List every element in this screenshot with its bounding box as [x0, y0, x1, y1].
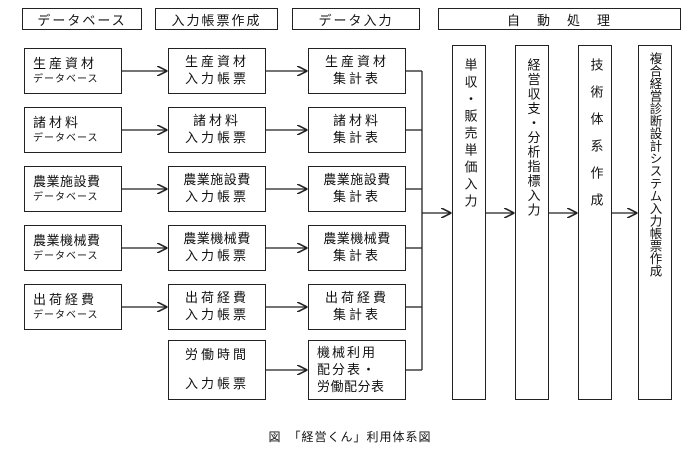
form-subtitle: 入力帳票	[184, 190, 249, 205]
figure-caption: 図 「経営くん」利用体系図	[268, 430, 432, 444]
tally-title: 農業機械費	[323, 232, 391, 247]
form-subtitle: 入力帳票	[184, 72, 249, 87]
form-subtitle: 入力帳票	[184, 131, 249, 146]
tally-box-machine-labor-allocation: 機械利用 配分表・ 労働配分表	[308, 340, 406, 400]
form-subtitle: 入力帳票	[184, 377, 249, 392]
form-box-machinery-cost: 農業機械費 入力帳票	[168, 225, 266, 271]
form-title: 出荷経費	[184, 291, 249, 306]
tally-line2: 配分表・	[317, 362, 378, 378]
db-subtitle: データベース	[33, 191, 99, 203]
form-subtitle: 入力帳票	[184, 249, 249, 264]
db-box-shipping-cost: 出荷経費 データベース	[24, 284, 122, 330]
tally-title: 機械利用	[317, 345, 378, 361]
tally-box-machinery-cost: 農業機械費 集計表	[308, 225, 406, 271]
tally-title: 出荷経費	[324, 291, 389, 306]
db-title: 生産資材	[33, 56, 98, 72]
header-database: データベース	[22, 8, 142, 30]
tally-title: 農業施設費	[323, 173, 391, 188]
form-title: 労働時間	[184, 348, 249, 363]
db-title: 諸材料	[33, 115, 82, 131]
form-title: 農業施設費	[183, 173, 251, 188]
tally-subtitle: 集計表	[332, 308, 381, 323]
header-data-entry: データ入力	[292, 8, 420, 30]
form-box-misc-materials: 諸材料 入力帳票	[168, 107, 266, 153]
db-title: 農業機械費	[33, 233, 101, 249]
db-title: 農業施設費	[33, 174, 101, 190]
tally-box-facility-cost: 農業施設費 集計表	[308, 166, 406, 212]
form-title: 生産資材	[184, 55, 249, 70]
tally-subtitle: 集計表	[332, 72, 381, 87]
auto-label: 経営収支・分析指標入力	[524, 58, 540, 218]
db-subtitle: データベース	[33, 250, 99, 262]
db-box-facility-cost: 農業施設費 データベース	[24, 166, 122, 212]
form-box-shipping-cost: 出荷経費 入力帳票	[168, 284, 266, 330]
auto-label: 複合経営診断設計システム入力帳票作成	[647, 52, 663, 277]
tally-box-misc-materials: 諸材料 集計表	[308, 107, 406, 153]
tally-subtitle: 集計表	[332, 131, 381, 146]
header-form-creation: 入力帳票作成	[155, 8, 278, 30]
tally-title: 諸材料	[332, 114, 381, 129]
form-box-labor-hours: 労働時間 入力帳票	[168, 340, 266, 400]
form-title: 諸材料	[192, 114, 241, 129]
auto-box-tech-system-creation: 技術体系作成	[578, 45, 612, 400]
db-box-misc-materials: 諸材料 データベース	[24, 107, 122, 153]
auto-box-diagnosis-form-creation: 複合経営診断設計システム入力帳票作成	[638, 45, 672, 400]
header-auto-processing: 自 動 処 理	[438, 8, 681, 30]
tally-box-production-materials: 生産資材 集計表	[308, 48, 406, 94]
form-box-facility-cost: 農業施設費 入力帳票	[168, 166, 266, 212]
db-subtitle: データベース	[33, 132, 99, 144]
form-subtitle: 入力帳票	[184, 308, 249, 323]
tally-subtitle: 集計表	[332, 190, 381, 205]
db-title: 出荷経費	[33, 292, 98, 308]
db-box-machinery-cost: 農業機械費 データベース	[24, 225, 122, 271]
form-box-production-materials: 生産資材 入力帳票	[168, 48, 266, 94]
tally-title: 生産資材	[324, 55, 389, 70]
auto-label: 単収・販売単価入力	[461, 58, 477, 211]
auto-box-income-analysis-input: 経営収支・分析指標入力	[515, 45, 549, 400]
form-title: 農業機械費	[183, 232, 251, 247]
tally-box-shipping-cost: 出荷経費 集計表	[308, 284, 406, 330]
auto-label: 技術体系作成	[587, 58, 603, 220]
auto-box-yield-price-input: 単収・販売単価入力	[452, 45, 486, 400]
tally-line3: 労働配分表	[317, 379, 385, 395]
tally-subtitle: 集計表	[332, 249, 381, 264]
db-subtitle: データベース	[33, 73, 99, 85]
db-box-production-materials: 生産資材 データベース	[24, 48, 122, 94]
db-subtitle: データベース	[33, 309, 99, 321]
